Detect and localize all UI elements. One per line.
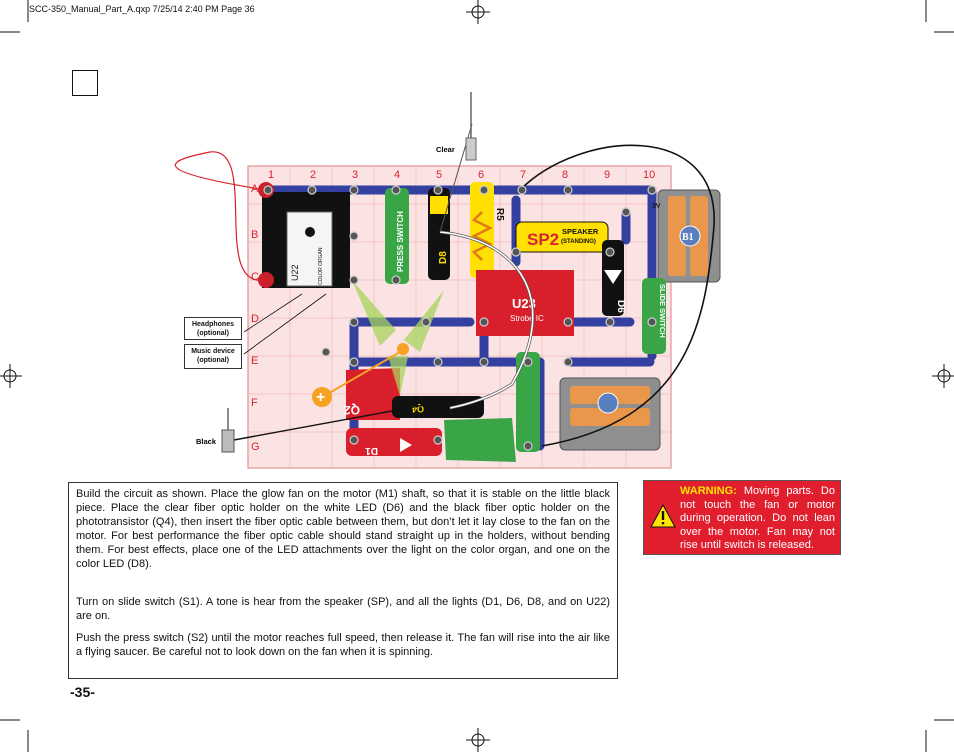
fiber-cable (174, 144, 715, 447)
row-label: F (251, 397, 258, 409)
music-device-optional: (optional) (197, 357, 229, 364)
col-label: 10 (643, 169, 655, 181)
s1-label: SLIDE SWITCH (658, 284, 667, 338)
warning-text: WARNING: Moving parts. Do not touch the … (680, 485, 835, 553)
col-label: 1 (268, 169, 274, 181)
q2-label: Q2 (344, 403, 360, 417)
col-label: 2 (310, 169, 316, 181)
col-label: 4 (394, 169, 400, 181)
music-device-box: Music device (optional) (184, 344, 242, 369)
black-label: Black (196, 437, 217, 446)
d1-label: D1 (365, 445, 378, 456)
warning-label: WARNING: (680, 485, 737, 497)
row-label: C (251, 271, 259, 283)
sp2-label: SP2 (527, 230, 559, 249)
col-label: 7 (520, 169, 526, 181)
warning-body: Moving parts. Do not touch the fan or mo… (680, 485, 835, 551)
col-label: 3 (352, 169, 358, 181)
q4-label: Q4 (412, 404, 424, 414)
row-label: B (251, 229, 258, 241)
q2-transistor: Q2 (344, 368, 400, 420)
u22-color-organ: U22 COLOR ORGAN (258, 182, 350, 288)
headphones-optional: (optional) (197, 330, 229, 337)
file-header: SCC-350_Manual_Part_A.qxp 7/25/14 2:40 P… (29, 4, 255, 14)
q4-phototransistor: Q4 (392, 396, 484, 418)
music-device-label: Music device (191, 348, 235, 355)
black-holder (221, 429, 235, 453)
col-label: 8 (562, 169, 568, 181)
row-label: A (251, 183, 259, 195)
row-label: E (251, 355, 258, 367)
sp2-sub: SPEAKER (562, 227, 599, 236)
d8-label: D8 (438, 251, 449, 264)
d6-white-led: D6 (602, 240, 626, 316)
u23-sub: Strobe IC (510, 314, 544, 323)
r5-resistor: R5 (470, 182, 505, 278)
instructions-paragraph-3: Push the press switch (S2) until the mot… (76, 632, 610, 658)
r5-label: R5 (494, 208, 505, 221)
warning-box: WARNING: Moving parts. Do not touch the … (643, 480, 841, 555)
col-label: 9 (604, 169, 610, 181)
d8-plus-marker: + (312, 351, 401, 407)
instructions-box: Build the circuit as shown. Place the gl… (68, 482, 618, 679)
b1-label: B1 (682, 232, 694, 243)
snap-nodes (263, 185, 657, 451)
col-label: 6 (478, 169, 484, 181)
b1-volt-label: 3V (652, 203, 661, 210)
sp2-speaker: SP2 SPEAKER (STANDING) (515, 221, 609, 253)
clear-label: Clear (436, 145, 455, 154)
battery-holder-bottom (559, 377, 661, 451)
page-number: -35- (70, 684, 95, 700)
row-label: G (251, 441, 260, 453)
s2-press-switch: PRESS SWITCH (385, 188, 409, 284)
headphones-box: Headphones (optional) (184, 317, 242, 340)
checkbox-square (72, 70, 98, 96)
d6-label: D6 (615, 300, 626, 313)
d1-led: D1 (346, 428, 442, 456)
sp2-sub2: (STANDING) (561, 239, 596, 245)
d8-motor: D8 (428, 188, 450, 280)
u22-sub: COLOR ORGAN (318, 247, 324, 285)
battery-holder-top: B1 (657, 189, 721, 283)
s2-label: PRESS SWITCH (396, 211, 405, 272)
instructions-paragraph-2: Turn on slide switch (S1). A tone is hea… (76, 596, 610, 622)
s1-slide-switch: SLIDE SWITCH (642, 278, 667, 354)
warning-triangle-icon (650, 504, 676, 528)
row-label: D (251, 313, 259, 325)
instructions-paragraph-1: Build the circuit as shown. Place the gl… (76, 488, 610, 570)
headphones-label: Headphones (191, 321, 234, 328)
plus-label: + (316, 389, 325, 406)
green-component (444, 352, 540, 462)
clear-holder (465, 137, 477, 161)
u22-label: U22 (290, 264, 300, 281)
col-label: 5 (436, 169, 442, 181)
